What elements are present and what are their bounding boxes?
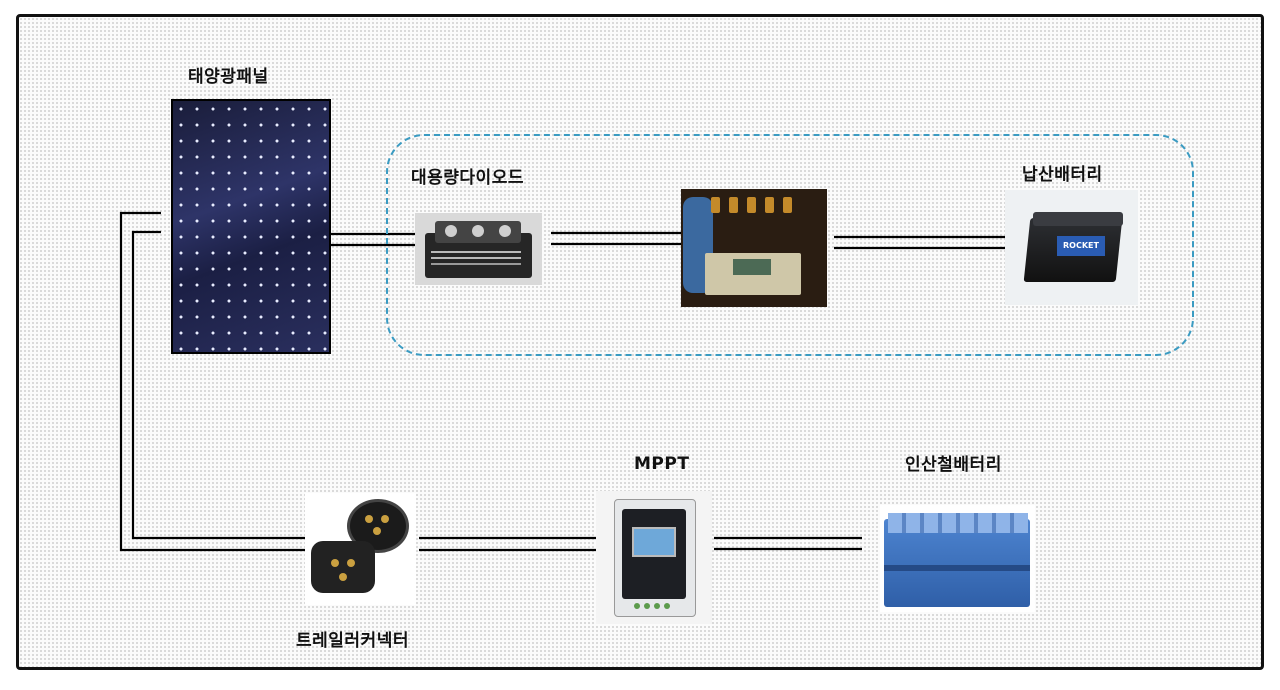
controller-terminal <box>729 197 738 213</box>
controller-terminal <box>765 197 774 213</box>
mppt-terminal <box>664 603 670 609</box>
controller-terminal <box>711 197 720 213</box>
solar-panel-label: 태양광패널 <box>188 67 269 87</box>
diode-print <box>431 251 521 253</box>
connector-pin <box>339 573 347 581</box>
controller-terminal <box>783 197 792 213</box>
lifepo4-battery-image <box>880 505 1035 612</box>
controller-lcd <box>733 259 771 275</box>
trailer-connector-image <box>305 493 416 605</box>
diode-charging-group <box>386 134 1194 356</box>
connector-pin <box>373 527 381 535</box>
connector-pin <box>331 559 339 567</box>
lfp-pack <box>884 519 1030 607</box>
diode-bolt <box>472 225 484 237</box>
battery-lid <box>1033 212 1123 226</box>
diode-label: 대용량다이오드 <box>411 168 524 188</box>
lead-acid-battery-label: 납산배터리 <box>1022 165 1103 185</box>
mppt-controller-image <box>596 491 712 624</box>
mppt-label: MPPT <box>634 454 690 474</box>
battery-brand-logo: ROCKET <box>1057 236 1105 256</box>
connector-plug <box>311 541 375 593</box>
controller-terminal <box>747 197 756 213</box>
mppt-terminal <box>654 603 660 609</box>
mppt-terminal <box>644 603 650 609</box>
lfp-band <box>884 565 1030 571</box>
mppt-screen <box>632 527 676 557</box>
wire-panel-connector-outer <box>119 211 305 552</box>
solar-panel-image <box>171 99 331 354</box>
lead-acid-battery-image: ROCKET <box>1005 190 1138 305</box>
connector-pin <box>347 559 355 567</box>
connector-pin <box>381 515 389 523</box>
lfp-cells <box>888 513 1028 533</box>
connector-pin <box>365 515 373 523</box>
trailer-connector-label: 트레일러커넥터 <box>296 631 409 651</box>
charge-controller-image <box>681 189 827 307</box>
diode-image <box>415 213 542 285</box>
diode-bolt <box>445 225 457 237</box>
lifepo4-battery-label: 인산철배터리 <box>905 455 1002 475</box>
diode-bolt <box>499 225 511 237</box>
mppt-terminal <box>634 603 640 609</box>
wire-panel-connector-inner <box>131 230 305 540</box>
